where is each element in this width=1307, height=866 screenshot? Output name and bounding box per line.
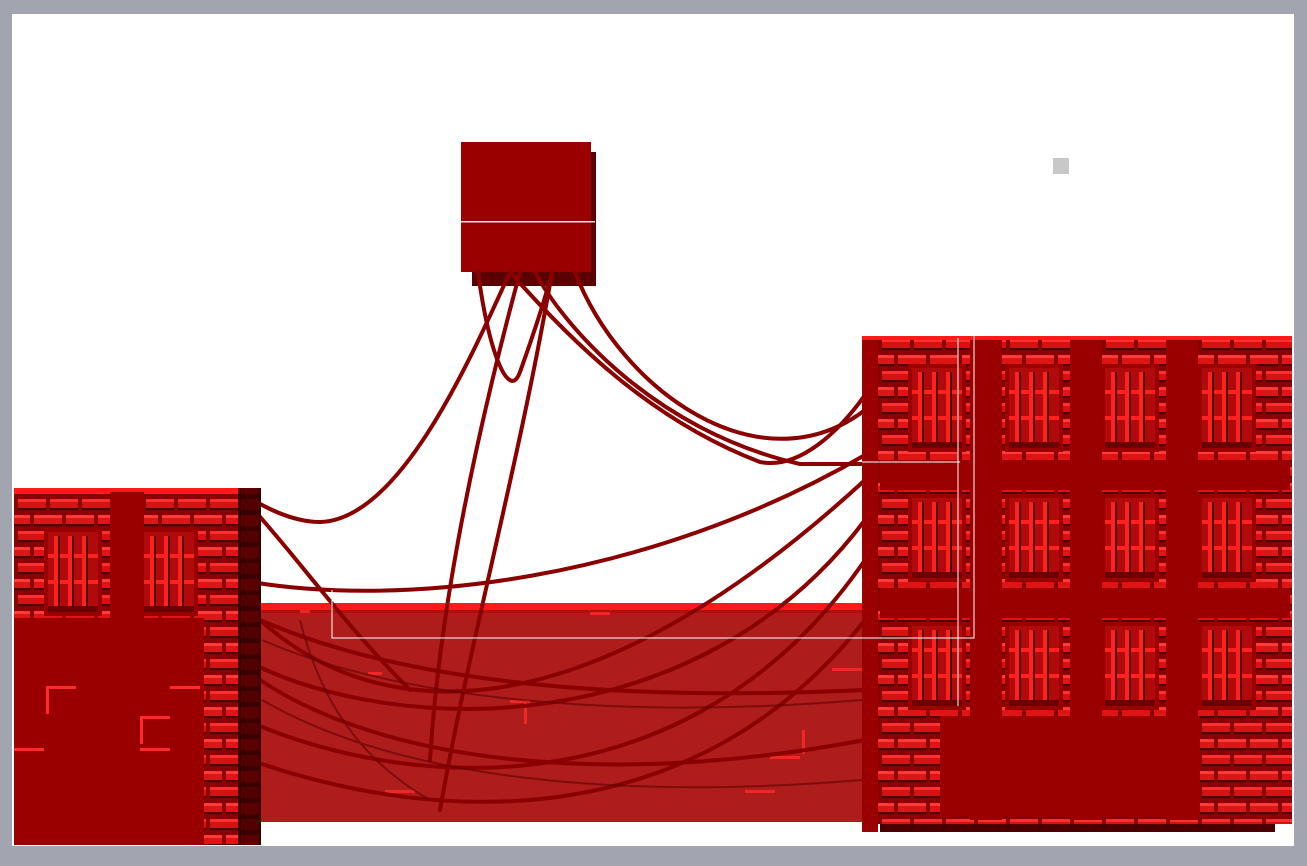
right-building-roofline xyxy=(862,336,1292,340)
hanging-block-seam xyxy=(461,221,595,223)
left-building-window-1 xyxy=(44,528,102,616)
distant-marker[interactable] xyxy=(1053,158,1069,174)
right-building-edge xyxy=(862,336,878,832)
left-building-window-2 xyxy=(140,528,198,616)
right-building-door-step xyxy=(1133,780,1167,816)
left-building-side xyxy=(238,488,261,845)
left-building-door-block xyxy=(14,618,204,845)
center-wall-face xyxy=(255,610,870,822)
right-building-ledge-1 xyxy=(880,460,1290,490)
hanging-block-face xyxy=(461,142,591,272)
right-building[interactable] xyxy=(862,336,1292,832)
left-building[interactable] xyxy=(14,488,261,845)
hanging-block[interactable] xyxy=(461,142,596,286)
